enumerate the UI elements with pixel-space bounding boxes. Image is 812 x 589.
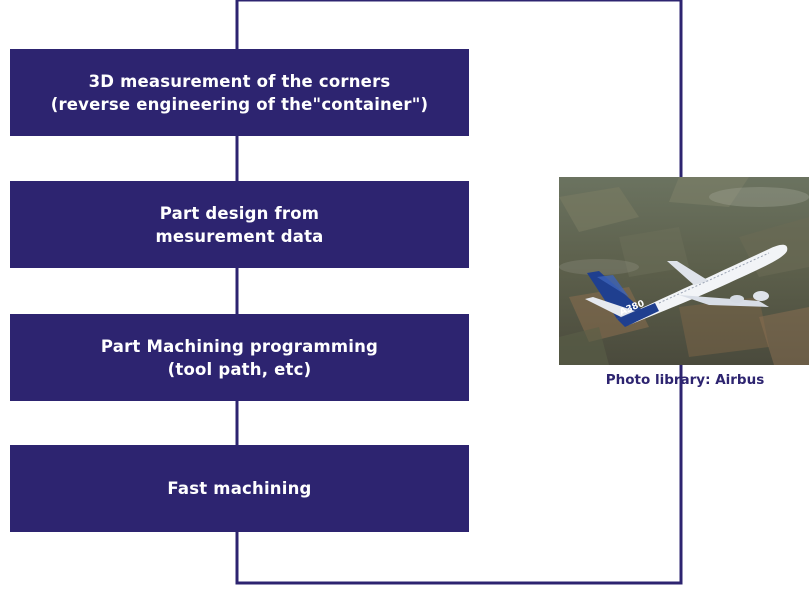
photo-caption: Photo library: Airbus [605, 372, 765, 388]
step-box-machining-programming: Part Machining programming (tool path, e… [10, 314, 469, 401]
step-box-3d-measurement: 3D measurement of the corners (reverse e… [10, 49, 469, 136]
step-1-line-1: 3D measurement of the corners [88, 71, 391, 91]
step-2-line-1: Part design from [159, 203, 320, 223]
loop-line-upper [237, 0, 683, 177]
step-box-fast-machining: Fast machining [10, 445, 469, 532]
step-box-part-design: Part design from mesurement data [10, 181, 469, 268]
step-3-line-2: (tool path, etc) [167, 359, 312, 379]
airplane-photo-illustration: A380 [559, 177, 809, 365]
step-1-line-2: (reverse engineering of the"container") [50, 94, 429, 114]
step-3-line-1: Part Machining programming [100, 336, 379, 356]
airbus-a380-photo: A380 [559, 177, 809, 365]
loop-line [235, 0, 683, 585]
step-4-line-1: Fast machining [167, 479, 312, 498]
step-2-line-2: mesurement data [155, 226, 324, 246]
airplane-icon: A380 [585, 244, 788, 327]
